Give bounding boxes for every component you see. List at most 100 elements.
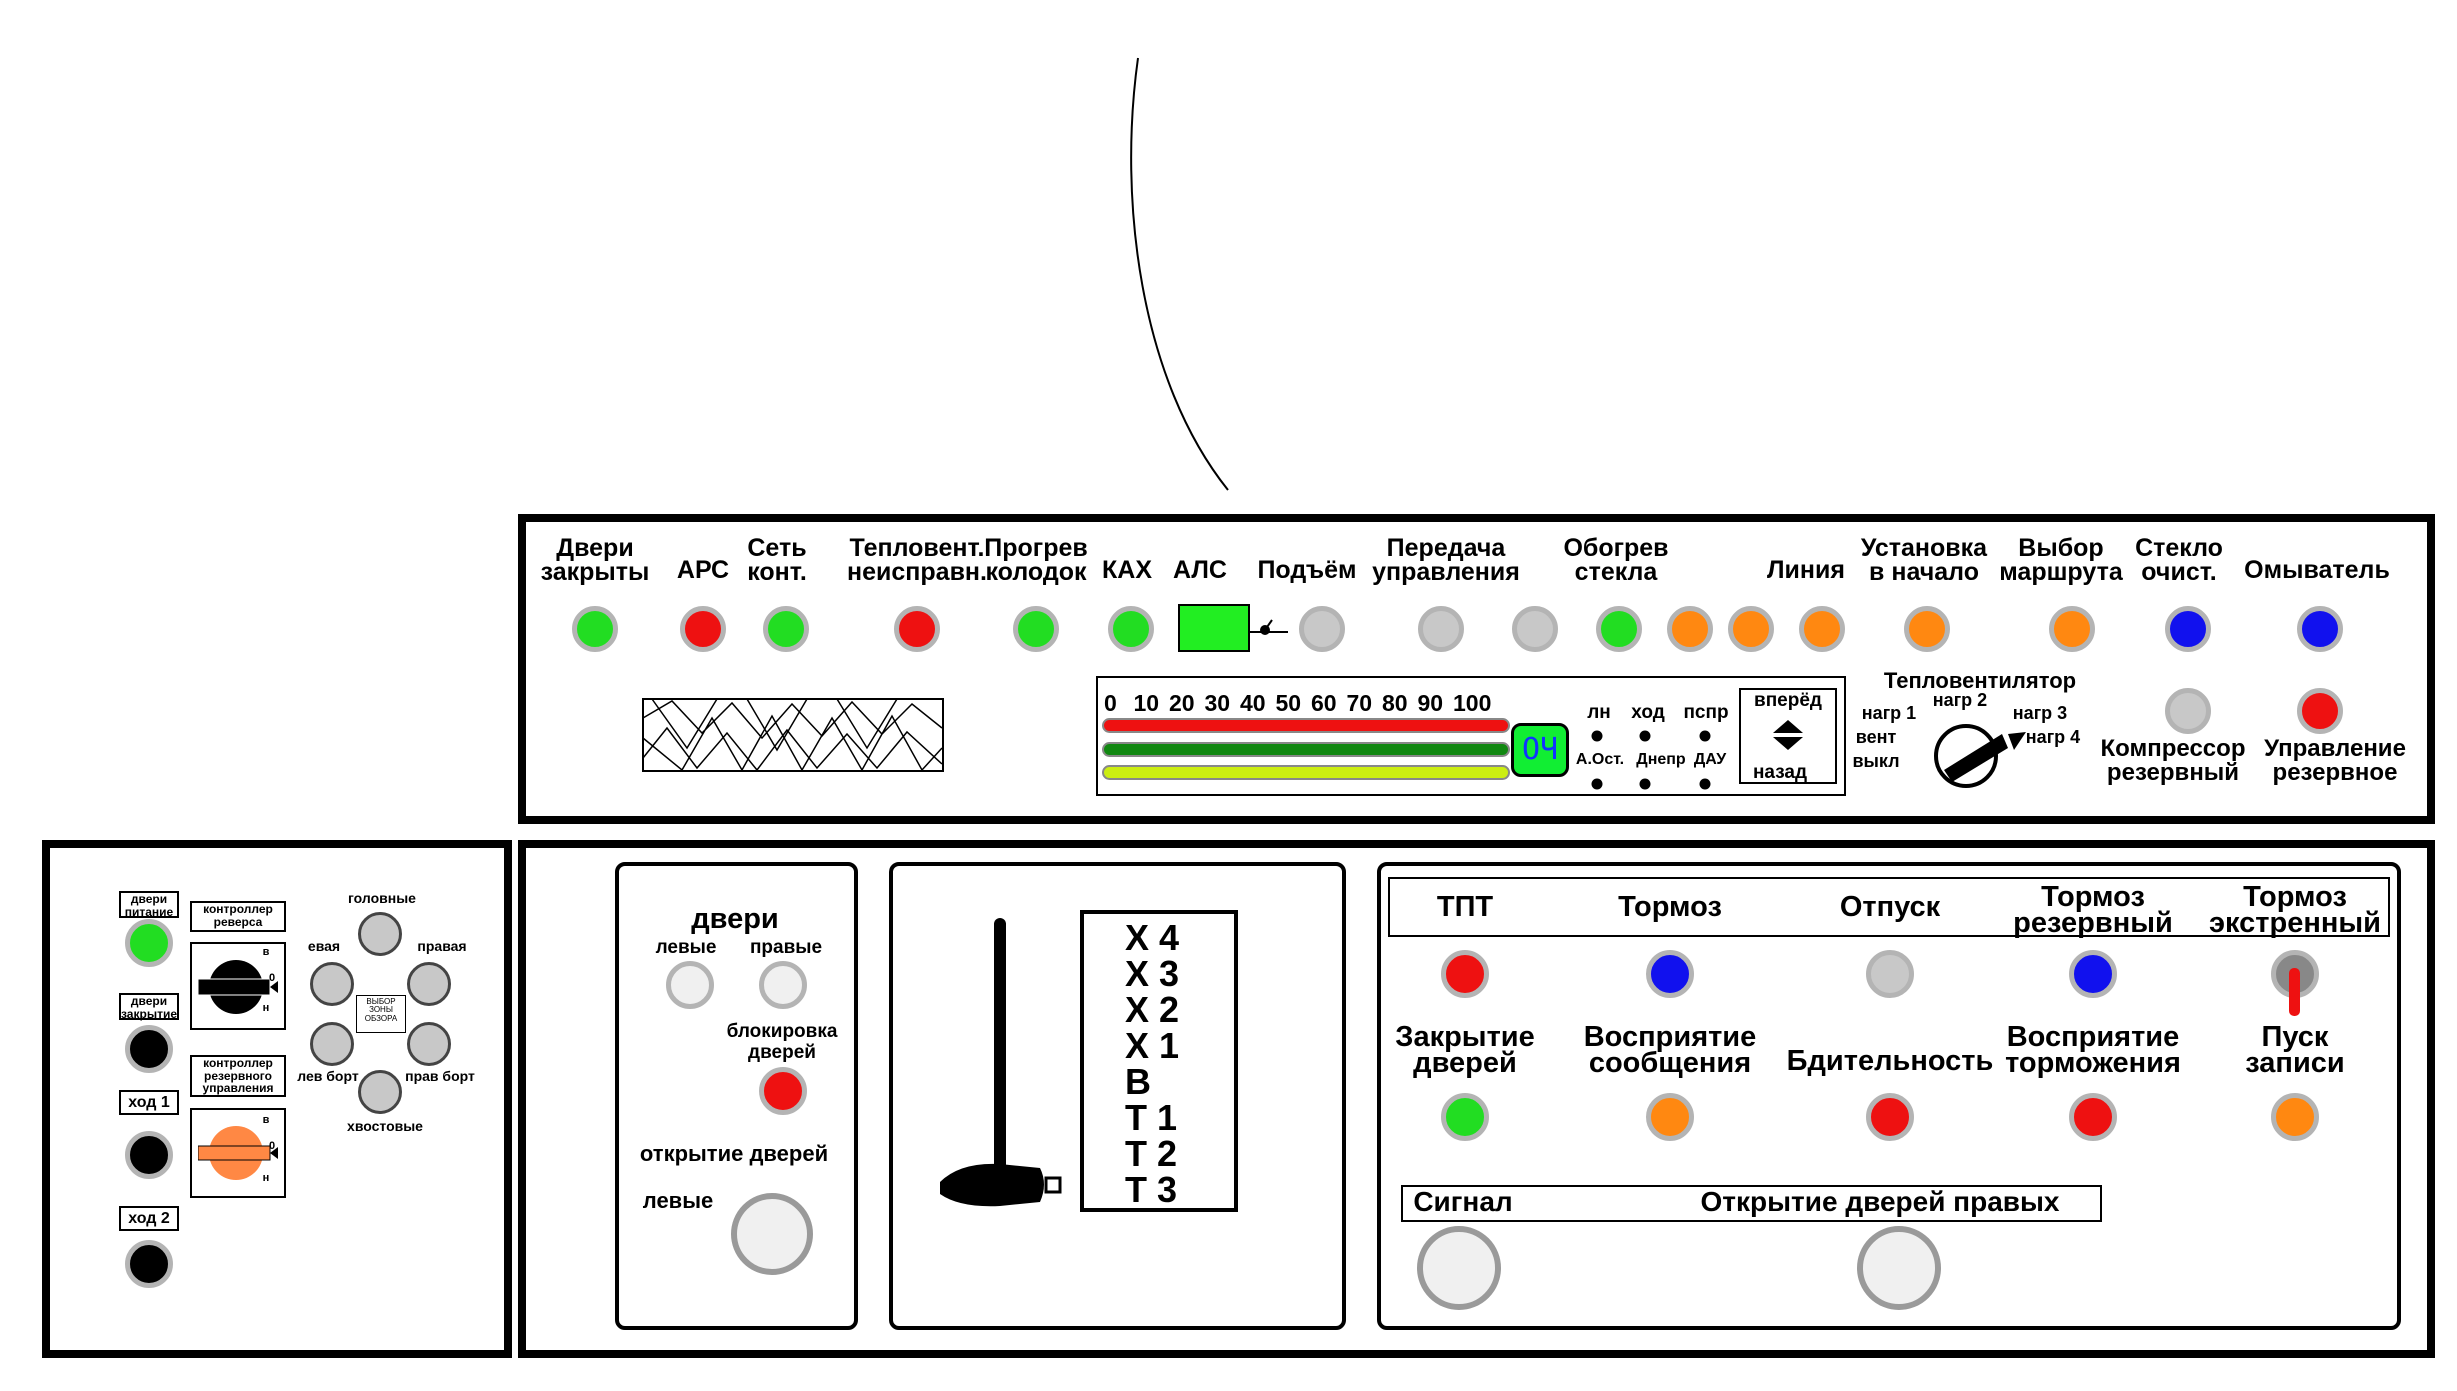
controller-positions-box xyxy=(1080,910,1238,1212)
heater-pos-vent: вент xyxy=(1855,727,1897,747)
indicator-label-2: Сеть конт. xyxy=(747,534,807,586)
network-contactor-lamp xyxy=(763,606,809,652)
reverse-controller-knob[interactable] xyxy=(198,952,278,1022)
indicator-label-5: КАХ xyxy=(1102,556,1152,584)
indicator-label-10: Линия xyxy=(1767,556,1845,584)
brake-row2-lamp-0[interactable] xyxy=(1441,1093,1489,1141)
indicator-label-6: АЛС xyxy=(1173,556,1227,584)
reserve-mark-n: н xyxy=(262,1172,270,1184)
indicator-label-14: Омыватель xyxy=(2244,556,2390,584)
brake-row1-lamp-0 xyxy=(1441,950,1489,998)
doors-left-lamp xyxy=(666,961,714,1009)
emergency-brake-lever[interactable] xyxy=(2289,968,2300,1016)
speed-tick-label: 30 xyxy=(1204,690,1231,716)
line-lamp xyxy=(1799,606,1845,652)
route-select-lamp xyxy=(2049,606,2095,652)
run-2-switch[interactable] xyxy=(125,1240,173,1288)
compressor-label: Компрессор резервный xyxy=(2100,735,2246,786)
direction-back-label: назад xyxy=(1752,762,1808,783)
mode-pspr-label: пспр xyxy=(1683,702,1729,723)
speed-tick-label: 80 xyxy=(1382,690,1408,716)
brake-row2-label-3: Восприятие торможения xyxy=(2005,1021,2181,1079)
doors-block-button[interactable] xyxy=(759,1067,807,1115)
doors-closed-lamp xyxy=(572,606,618,652)
mode-ln-dot xyxy=(1591,730,1603,742)
brake-row1-label-3: Тормоз резервный xyxy=(2013,881,2173,939)
run-1-switch[interactable] xyxy=(125,1131,173,1179)
controller-position-label: Т 1 xyxy=(1125,1097,1178,1138)
direction-forward-label: вперёд xyxy=(1754,690,1822,711)
mirror-left-button[interactable] xyxy=(310,962,354,1006)
heater-rotary-switch[interactable] xyxy=(1930,720,2030,790)
heater-pos-off: выкл xyxy=(1852,751,1900,771)
reverse-mark-v: в xyxy=(262,946,270,958)
direction-selector[interactable] xyxy=(1739,688,1837,784)
reserve-controller-label: контроллер резервного управления xyxy=(190,1055,286,1097)
heater-pos-4: нагр 4 xyxy=(2025,727,2081,747)
doors-left-label: левые xyxy=(655,937,717,958)
als-connector-icon xyxy=(1250,619,1288,635)
reserve-controller-knob[interactable] xyxy=(198,1118,278,1188)
brake-label-box xyxy=(1388,877,2390,937)
mirror-right-side-button[interactable] xyxy=(407,1022,451,1066)
speed-tick-label: 60 xyxy=(1311,690,1337,716)
brake-row1-label-4: Тормоз экстренный xyxy=(2209,881,2381,939)
mode-dau-dot xyxy=(1699,778,1711,790)
speed-tick-label: 100 xyxy=(1453,690,1492,716)
reset-to-start-lamp xyxy=(1904,606,1950,652)
brake-row2-lamp-3[interactable] xyxy=(2069,1093,2117,1141)
heater-fault-lamp xyxy=(894,606,940,652)
brake-row1-label-1: Тормоз xyxy=(1618,891,1722,923)
controller-panel xyxy=(889,862,1346,1330)
mirror-zone-label: ВЫБОР ЗОНЫ ОБЗОРА xyxy=(356,995,406,1033)
reserve-controller[interactable] xyxy=(190,1108,286,1198)
mirror-left-side-label: лев борт xyxy=(297,1068,359,1084)
mirror-right-label: правая xyxy=(417,938,467,954)
controller-position-label: В xyxy=(1125,1061,1151,1102)
speed-tick-label: 0 xyxy=(1104,690,1117,716)
speed-tick-label: 40 xyxy=(1240,690,1266,716)
controller-position-label: Т 3 xyxy=(1125,1169,1178,1210)
reserve-mark-v: в xyxy=(262,1114,270,1126)
doors-title: двери xyxy=(691,903,779,935)
washer-lamp xyxy=(2297,606,2343,652)
indicator-label-1: АРС xyxy=(676,556,730,584)
mode-aost-dot xyxy=(1591,778,1603,790)
left-panel-divider xyxy=(504,840,512,1358)
brake-row2-lamp-1[interactable] xyxy=(1646,1093,1694,1141)
brake-row1-label-2: Отпуск xyxy=(1839,891,1941,923)
brake-row1-lamp-2 xyxy=(1866,950,1914,998)
signal-button[interactable] xyxy=(1417,1226,1501,1310)
brake-row2-label-1: Восприятие сообщения xyxy=(1583,1021,1757,1079)
open-right-doors-label: Открытие дверей правых xyxy=(1700,1186,2060,1217)
open-right-doors-button[interactable] xyxy=(1857,1226,1941,1310)
mirror-head-button[interactable] xyxy=(358,912,402,956)
brake-row2-lamp-2[interactable] xyxy=(1866,1093,1914,1141)
open-left-doors-button[interactable] xyxy=(731,1193,813,1275)
indicator-label-11: Установка в начало xyxy=(1860,534,1988,586)
doors-power-switch[interactable] xyxy=(125,919,173,967)
mirror-head-label: головные xyxy=(348,890,416,906)
mirror-left-side-button[interactable] xyxy=(310,1022,354,1066)
doors-closing-switch-label: двери закрытие xyxy=(119,993,179,1021)
reverse-controller[interactable] xyxy=(190,942,286,1030)
controller-handle[interactable] xyxy=(930,912,1080,1232)
brake-row2-lamp-4[interactable] xyxy=(2271,1093,2319,1141)
heater-title: Тепловентилятор xyxy=(1883,668,2077,693)
controller-position-label: Х 2 xyxy=(1125,989,1180,1030)
control-transfer-lamp xyxy=(1418,606,1464,652)
run-1-switch-label: ход 1 xyxy=(119,1090,179,1115)
brake-row2-label-4: Пуск записи xyxy=(2245,1021,2345,1079)
lift-lamp xyxy=(1299,606,1345,652)
mirror-right-button[interactable] xyxy=(407,962,451,1006)
doors-closing-switch[interactable] xyxy=(125,1025,173,1073)
mirror-tail-button[interactable] xyxy=(358,1070,402,1114)
mirror-right-side-label: прав борт xyxy=(405,1068,475,1084)
controller-position-label: Х 1 xyxy=(1125,1025,1180,1066)
brake-row1-lamp-1 xyxy=(1646,950,1694,998)
reserve-mark-0: 0 xyxy=(268,1140,276,1152)
och-indicator: ОЧ xyxy=(1511,723,1569,777)
mode-hod-label: ход xyxy=(1631,702,1665,723)
indicator-label-9: Обогрев стекла xyxy=(1563,534,1669,586)
mode-dau-label: ДАУ xyxy=(1693,751,1727,768)
